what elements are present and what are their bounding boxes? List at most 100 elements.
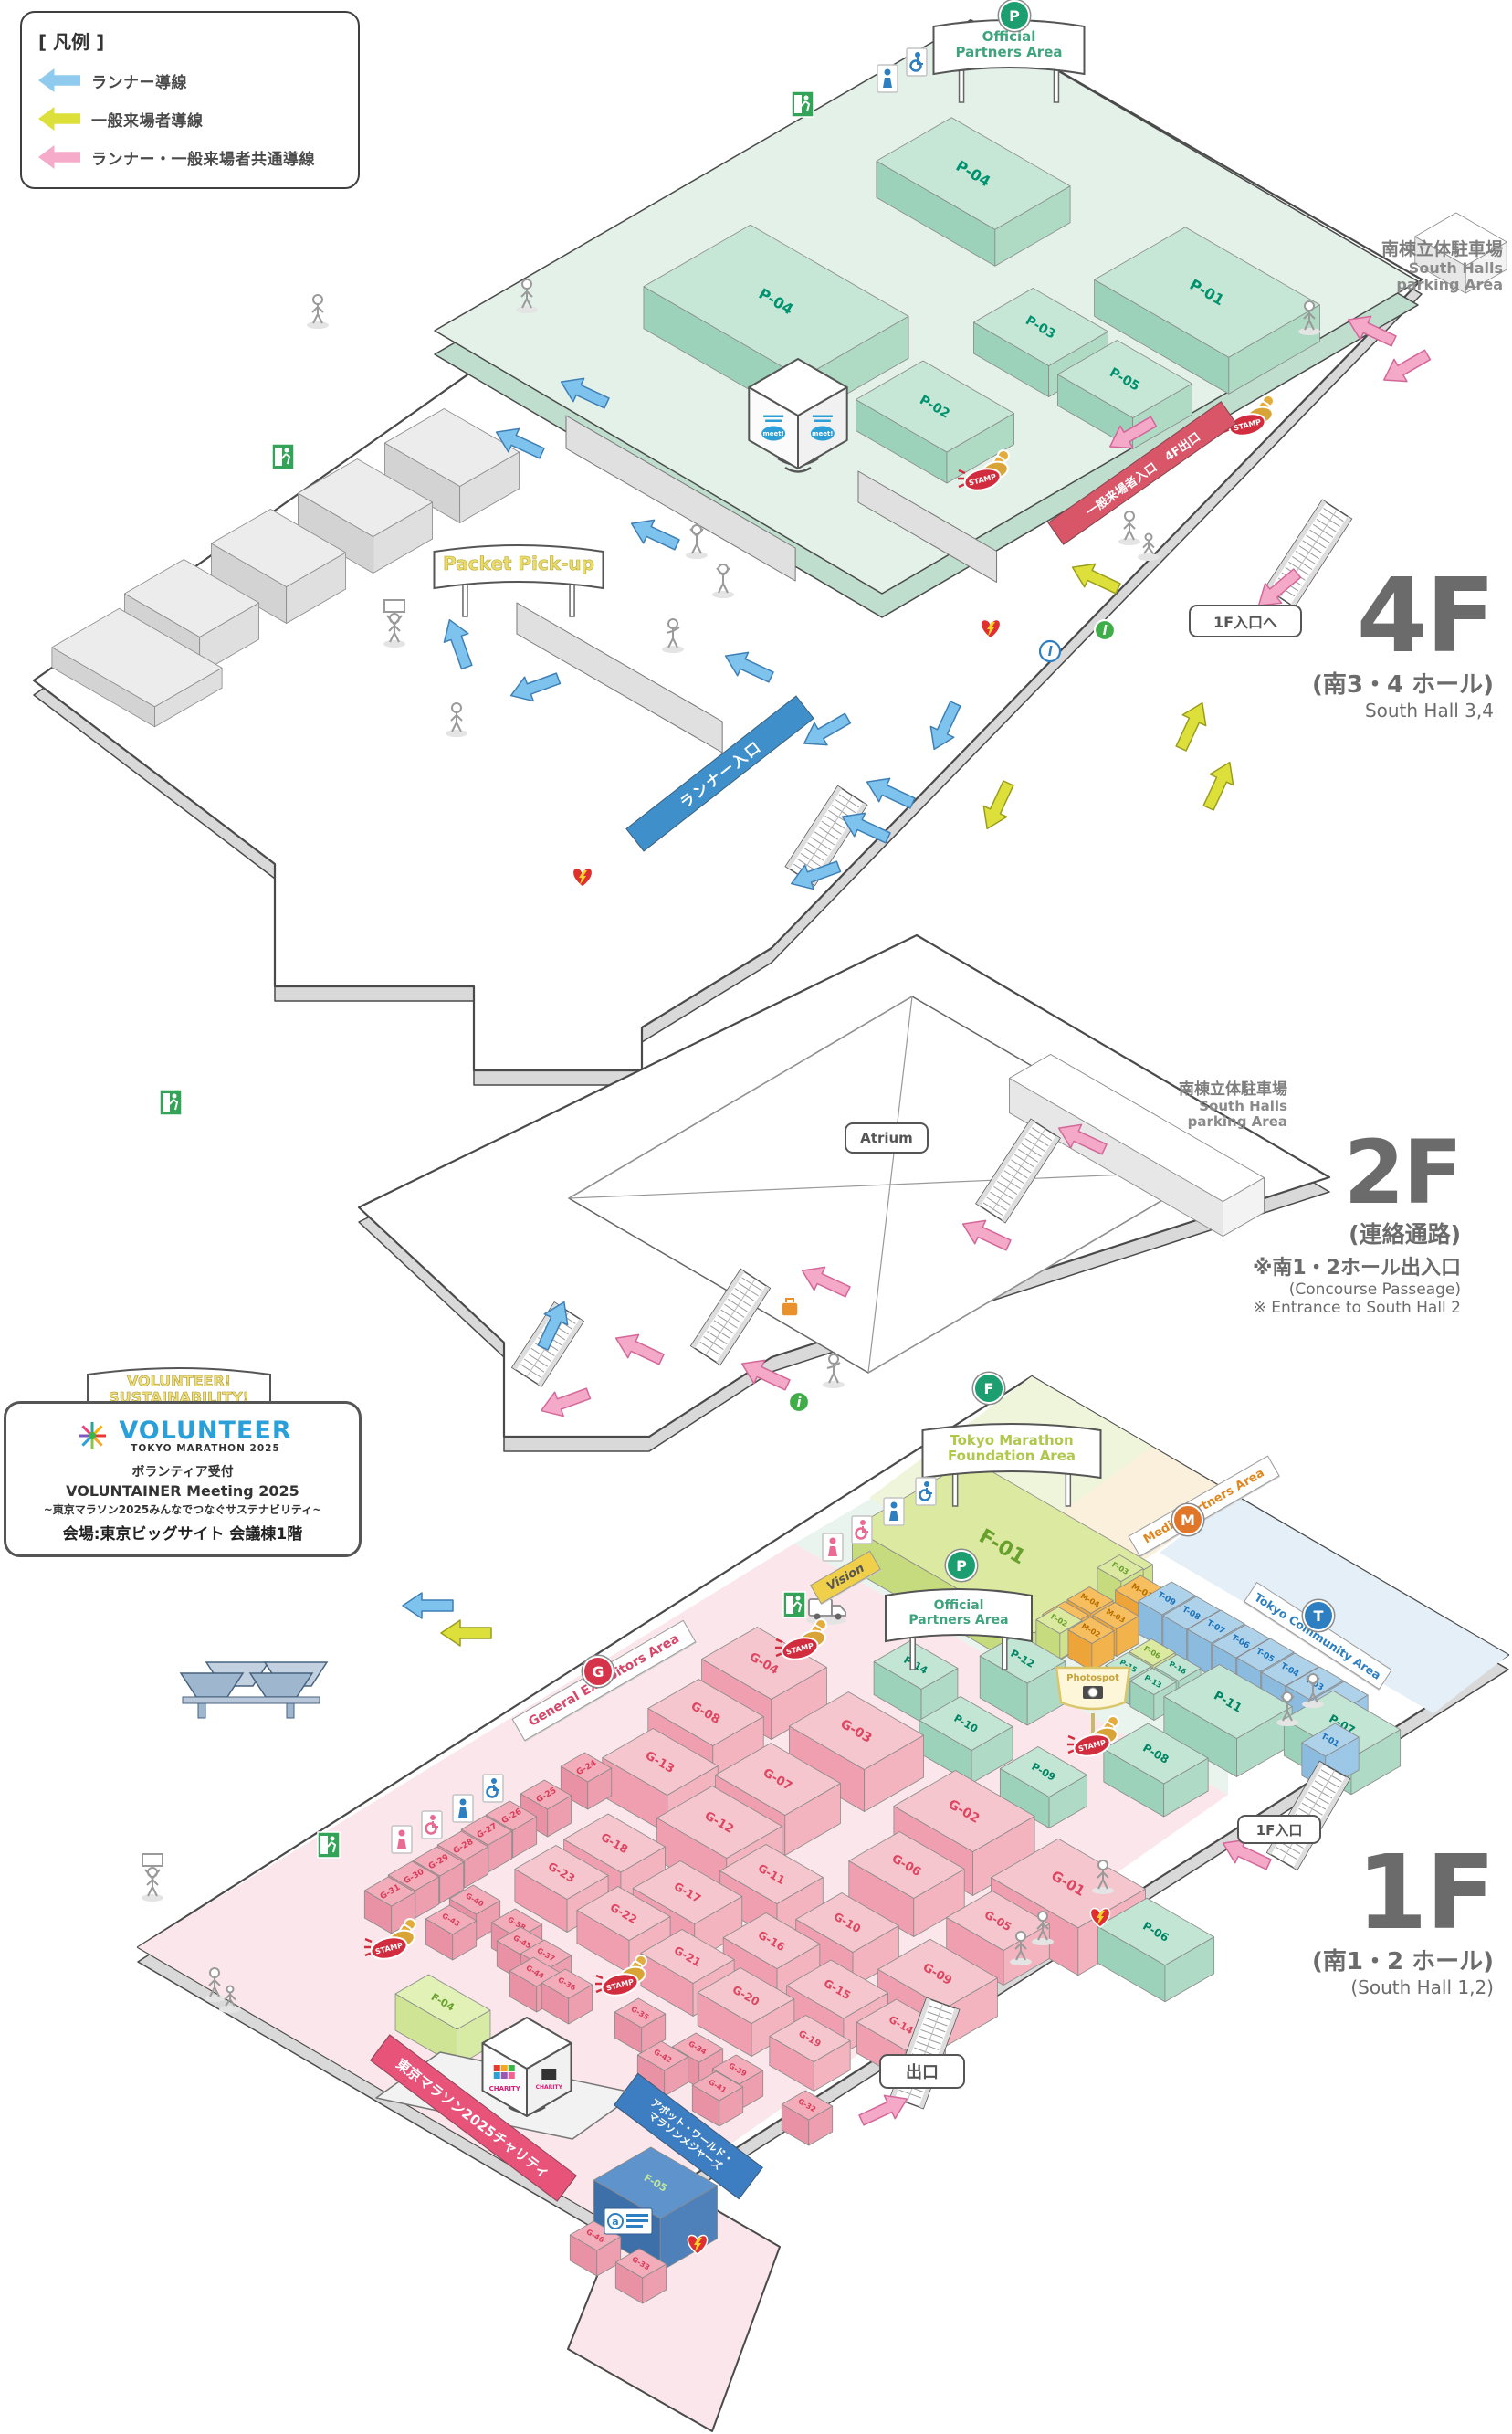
svg-text:Tokyo Marathon: Tokyo Marathon: [950, 1432, 1073, 1449]
m-badge-1f: M: [1172, 1504, 1203, 1535]
yellow-route-arrow-icon: [440, 1619, 492, 1647]
svg-text:Foundation Area: Foundation Area: [948, 1448, 1076, 1464]
accessible-icon: [851, 1515, 873, 1544]
pink-route-arrow-icon: [614, 1333, 665, 1365]
pink-route-arrow-icon: [1109, 416, 1158, 449]
floor-1f-jp: (南1・2 ホール): [1312, 1948, 1494, 1976]
t-badge-1f: T: [1303, 1600, 1334, 1631]
booth-G-19: G-19: [769, 2015, 851, 2092]
floor-4f-big: 4F: [1356, 557, 1496, 676]
emergency-exit-icon: [317, 1831, 341, 1859]
floor-2f-big: 2F: [1343, 1122, 1463, 1224]
booth-G-35: G-35: [614, 1997, 667, 2054]
booth-P-10: P-10: [919, 1696, 1013, 1784]
aed-heart-icon: [572, 867, 593, 888]
visitor-route-arrow-icon: [38, 107, 80, 131]
booth-P-06: P-06: [1097, 1897, 1215, 2003]
photospot-sign: Photospot: [1055, 1666, 1131, 1733]
stamp-rally-icon: STAMP: [595, 1955, 647, 1997]
person-figure: [307, 294, 329, 329]
volunteer-line2: VOLUNTAINER Meeting 2025: [66, 1482, 299, 1500]
blue-route-arrow-icon: [724, 651, 774, 683]
blue-route-arrow-icon: [443, 618, 473, 670]
stamp-rally-icon: STAMP: [1067, 1715, 1119, 1757]
parking-jp: 南棟立体駐車場: [1381, 239, 1503, 259]
floor-label-1f: 1F (南1・2 ホール) (South Hall 1,2): [1205, 1834, 1496, 1998]
floor-4f-jp: (南3・4 ホール): [1312, 671, 1494, 700]
pink-route-arrow-icon: [540, 1387, 592, 1417]
restroom-icon: [391, 1825, 413, 1854]
yellow-route-arrow-icon: [982, 780, 1014, 830]
person-figure: [1118, 511, 1140, 545]
booth-G-36: G-36: [541, 1968, 593, 2025]
1f-entrance-sign: 1F入口: [1237, 1815, 1321, 1844]
pink-route-arrow-icon: [961, 1219, 1012, 1251]
booth-F-04: F-04: [394, 1974, 491, 2067]
restroom-icon: [452, 1794, 474, 1823]
accessible-icon: [421, 1810, 443, 1839]
booth-G-20: G-20: [697, 1967, 795, 2057]
pink-route-arrow-icon: [1257, 568, 1302, 606]
svg-text:meet!: meet!: [762, 430, 783, 437]
legend-title: [ 凡例 ]: [38, 31, 105, 53]
stamp-rally-icon: STAMP: [364, 1918, 416, 1960]
restroom-icon: [822, 1533, 844, 1562]
svg-text:Photospot: Photospot: [1066, 1673, 1119, 1683]
blue-route-arrow-icon: [509, 672, 562, 702]
person-figure: [383, 599, 405, 648]
volunteer-flower-icon: [79, 1422, 107, 1449]
svg-text:Partners Area: Partners Area: [908, 1613, 1008, 1628]
yellow-route-arrow-icon: [1071, 563, 1121, 595]
escalator: [689, 1268, 772, 1366]
volunteer-line4: 会場:東京ビッグサイト 会議棟1階: [62, 1525, 303, 1544]
booth-P-14: P-14: [873, 1640, 959, 1723]
escalator: [975, 1118, 1061, 1224]
volunteer-logo-row: VOLUNTEER TOKYO MARATHON 2025: [14, 1417, 352, 1455]
floor-label-2f: 2F (連絡通路) ※南1・2ホール出入口 (Concourse Passeag…: [1178, 1122, 1463, 1316]
aed-heart-icon: [980, 618, 1002, 639]
person-figure: [823, 1354, 845, 1388]
person-figure: [686, 524, 708, 559]
svg-text:Official: Official: [934, 1598, 984, 1613]
pink-route-arrow-icon: [740, 1359, 791, 1391]
booth-G-06: G-06: [848, 1831, 965, 1937]
svg-text:CHARITY: CHARITY: [536, 2084, 563, 2091]
svg-text:i: i: [1103, 624, 1108, 638]
booth-P-13: P-13: [1129, 1668, 1177, 1721]
accessible-icon: [906, 47, 928, 77]
abbott-booth-panel: a: [604, 2207, 653, 2235]
booth-block: [383, 408, 520, 523]
booth-block: [1009, 1054, 1265, 1237]
parking-en2: parking Area: [1396, 276, 1503, 294]
floor-2f-note1: ※南1・2ホール出入口: [1252, 1256, 1461, 1280]
floor-2f-jp: (連絡通路): [1349, 1220, 1461, 1248]
booth-G-03: G-03: [788, 1691, 925, 1812]
restroom-icon: [883, 1497, 905, 1526]
parking-label-2f: 南棟立体駐車場 South Halls parking Area: [1013, 1076, 1287, 1131]
legend-box: [ 凡例 ] ランナー導線 一般来場者導線 ランナー・一般来場者共通導線: [20, 11, 360, 189]
booth-M-02: M-02: [1067, 1617, 1115, 1671]
parking-jp: 南棟立体駐車場: [1179, 1080, 1287, 1099]
floor-1f-big: 1F: [1356, 1834, 1496, 1953]
legend-row-runner: ランナー導線: [38, 68, 341, 92]
booth-P-08: P-08: [1103, 1723, 1209, 1818]
booth-P-12: P-12: [979, 1633, 1066, 1726]
blue-route-arrow-icon: [560, 377, 610, 409]
volunteer-logo-text: VOLUNTEER: [119, 1416, 292, 1445]
legend-label: 一般来場者導線: [91, 111, 204, 131]
pink-route-arrow-icon: [1222, 1839, 1272, 1870]
svg-text:Packet Pick-up: Packet Pick-up: [443, 553, 594, 574]
pink-route-arrow-icon: [801, 1266, 851, 1298]
parking-en2: parking Area: [1187, 1113, 1287, 1131]
restroom-icon: [877, 64, 898, 93]
runner-route-arrow-icon: [38, 68, 80, 92]
svg-text:CHARITY: CHARITY: [489, 2085, 521, 2092]
blue-route-arrow-icon: [929, 701, 961, 751]
blue-route-arrow-icon: [866, 777, 916, 809]
accessible-icon: [482, 1774, 504, 1803]
baggage-icon: [781, 1298, 799, 1317]
person-figure: [446, 702, 467, 737]
